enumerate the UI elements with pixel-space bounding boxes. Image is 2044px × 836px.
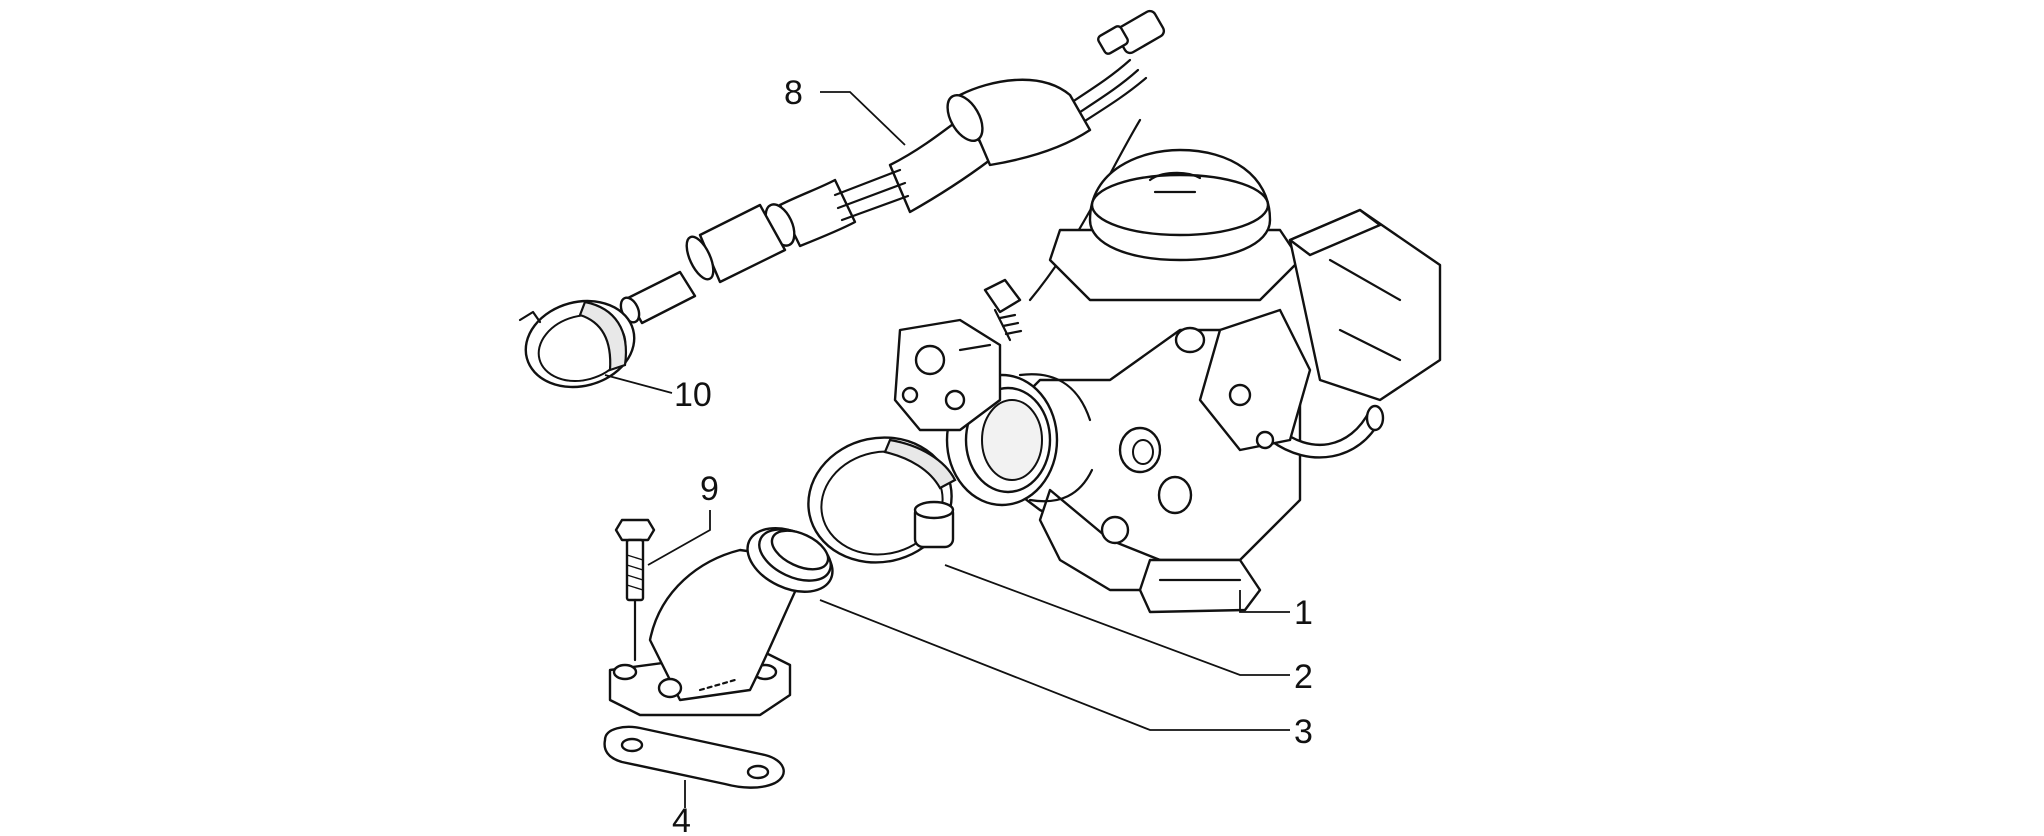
callout-8: 8 (784, 74, 803, 112)
leader-lines (604, 91, 1290, 808)
part-8-choke-cable (619, 9, 1166, 325)
callout-10: 10 (674, 376, 712, 414)
part-3-intake-manifold (608, 527, 834, 717)
part-10-clamp (518, 299, 636, 389)
callout-4: 4 (672, 802, 691, 836)
callout-1: 1 (1294, 594, 1313, 632)
callout-3: 3 (1294, 713, 1313, 751)
callout-9: 9 (700, 470, 719, 508)
leader-2 (944, 564, 1290, 676)
leader-1 (1239, 590, 1290, 613)
part-1-carburetor (893, 148, 1442, 614)
leader-3 (819, 599, 1290, 731)
part-9-bolt (614, 518, 656, 662)
callout-labels: 1 2 3 4 8 9 10 (672, 74, 1313, 836)
leader-10 (604, 374, 673, 394)
leader-9 (647, 510, 711, 566)
leader-8 (820, 91, 906, 146)
part-2-hose-clamp (807, 436, 957, 564)
callout-2: 2 (1294, 658, 1313, 696)
part-4-gasket (603, 725, 785, 789)
